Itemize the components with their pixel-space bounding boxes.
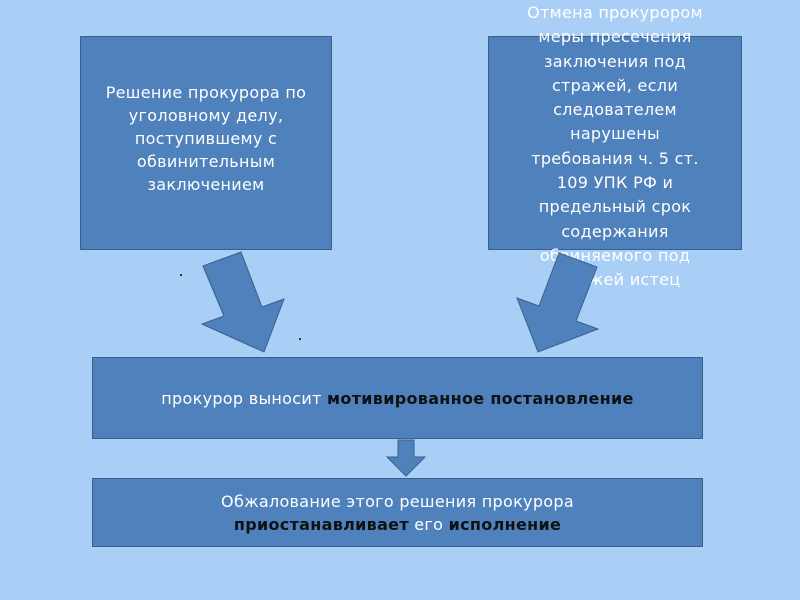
box-appeal-bold2: исполнение bbox=[448, 514, 562, 534]
arrow-down bbox=[385, 439, 427, 477]
box-prosecutor-decision: Решение прокурора по уголовному делу, по… bbox=[80, 36, 332, 250]
arrow-left-down-right bbox=[200, 251, 285, 353]
box-appeal-line1: Обжалование этого решения прокурора bbox=[221, 491, 574, 511]
box-motivated-resolution-bold: мотивированное постановление bbox=[327, 388, 634, 408]
arrow-right-down-left bbox=[516, 252, 600, 353]
box-appeal-bold1: приостанавливает bbox=[233, 514, 409, 534]
dot-marker bbox=[180, 274, 182, 276]
box-prosecutor-decision-text: Решение прокурора по уголовному делу, по… bbox=[105, 82, 307, 194]
box-appeal-middle: его bbox=[408, 514, 449, 534]
dot-marker bbox=[299, 338, 301, 340]
box-motivated-resolution-prefix: прокурор выносит bbox=[161, 388, 328, 408]
box-appeal: Обжалование этого решения прокурора прио… bbox=[92, 478, 703, 547]
box-motivated-resolution: прокурор выносит мотивированное постанов… bbox=[92, 357, 703, 439]
